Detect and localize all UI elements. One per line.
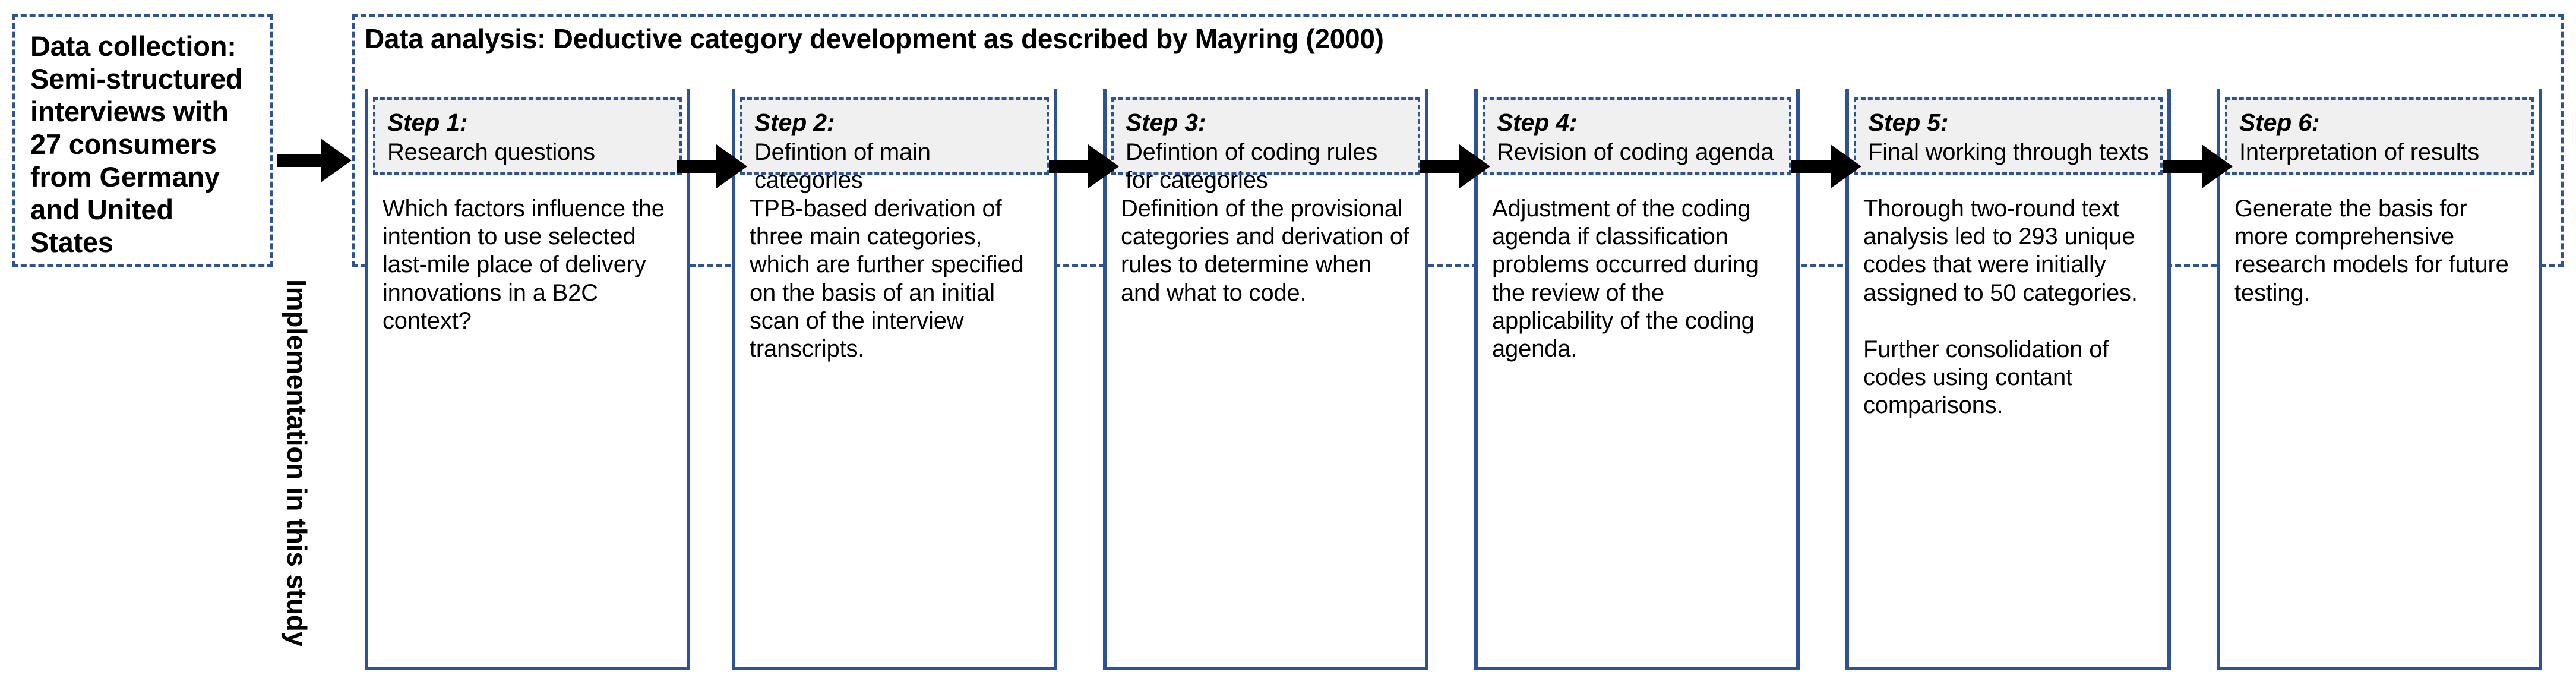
data-analysis-title: Data analysis: Deductive category develo… [365,23,1384,54]
step-number-6: Step 6: [2239,109,2320,136]
step-title-6: Interpretation of results [2239,138,2480,165]
step-number-2: Step 2: [754,109,835,136]
step-body-4: Adjustment of the coding agenda if class… [1474,89,1800,670]
step-column-5: Thorough two-round text analysis led to … [1845,89,2171,683]
step-title-2: Defintion of main categories [754,138,931,194]
step-body-text-2-0: TPB-based derivation of three main categ… [750,195,1024,362]
arrow-step-4-to-5 [1791,144,1861,188]
step-body-text-5-1: Further consolidation of codes using con… [1863,336,2109,419]
arrow-collection-to-analysis [277,138,352,182]
step-column-2: TPB-based derivation of three main categ… [732,89,1057,683]
arrow-step-3-to-4 [1420,144,1490,188]
step-body-text-5-0: Thorough two-round text analysis led to … [1863,195,2138,306]
step-number-4: Step 4: [1497,109,1578,136]
step-title-1: Research questions [387,138,595,165]
step-body-3: Definition of the provisional categories… [1103,89,1428,670]
step-number-3: Step 3: [1126,109,1206,136]
step-column-6: Generate the basis for more comprehensiv… [2217,89,2542,683]
data-analysis-container [352,14,2564,267]
arrow-step-1-to-2 [677,144,747,188]
step-body-6: Generate the basis for more comprehensiv… [2217,89,2542,670]
step-body-1: Which factors influence the intention to… [365,89,690,670]
step-title-5: Final working through texts [1868,138,2149,165]
step-number-5: Step 5: [1868,109,1949,136]
arrow-step-2-to-3 [1049,144,1119,188]
step-body-2: TPB-based derivation of three main categ… [732,89,1057,670]
data-collection-box: Data collection: Semi-structured intervi… [12,14,273,267]
arrow-step-5-to-6 [2163,144,2233,188]
step-column-3: Definition of the provisional categories… [1103,89,1428,683]
step-head-5[interactable]: Step 5: Final working through texts [1854,97,2163,175]
step-head-2[interactable]: Step 2: Defintion of main categories [740,97,1049,193]
step-title-3: Defintion of coding rules for categories [1126,138,1378,194]
step-body-text-3-0: Definition of the provisional categories… [1121,195,1409,306]
step-head-1[interactable]: Step 1: Research questions [373,97,682,175]
step-head-4[interactable]: Step 4: Revision of coding agenda [1483,97,1791,175]
data-collection-text: Data collection: Semi-structured intervi… [30,30,243,258]
step-body-text-1-0: Which factors influence the intention to… [383,195,665,334]
step-column-1: Which factors influence the intention to… [365,89,690,683]
step-head-6[interactable]: Step 6: Interpretation of results [2225,97,2534,175]
implementation-label: Implementation in this study [282,279,312,647]
step-title-4: Revision of coding agenda [1497,138,1774,165]
step-body-5: Thorough two-round text analysis led to … [1845,89,2171,670]
step-column-4: Adjustment of the coding agenda if class… [1474,89,1800,683]
step-number-1: Step 1: [387,109,468,136]
step-head-3[interactable]: Step 3: Defintion of coding rules for ca… [1111,97,1420,193]
step-body-text-4-0: Adjustment of the coding agenda if class… [1492,195,1759,362]
step-body-text-6-0: Generate the basis for more comprehensiv… [2234,195,2509,306]
